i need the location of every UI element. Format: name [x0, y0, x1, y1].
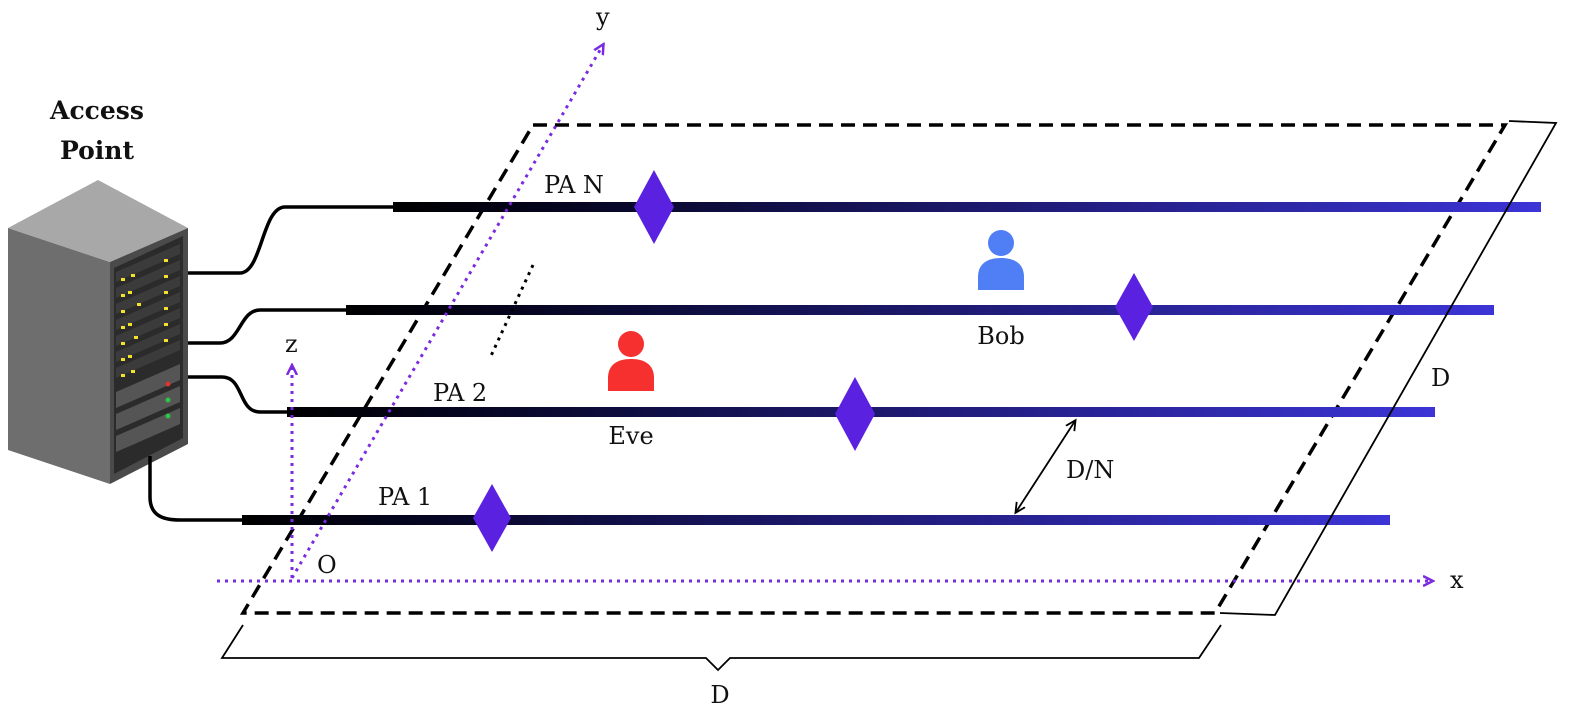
- spacing-label: D/N: [1066, 456, 1114, 484]
- feed-cables: [148, 205, 396, 522]
- pinching-antennas: [473, 170, 1153, 552]
- spacing-arrow: [1016, 421, 1075, 512]
- bob-label: Bob: [977, 322, 1024, 350]
- x-axis-label: x: [1450, 566, 1464, 594]
- z-axis-label: z: [285, 330, 298, 358]
- waveguide-3: [346, 305, 1494, 315]
- width-brace: [220, 624, 1222, 672]
- access-point-title-line1: Access: [49, 96, 144, 125]
- antenna-3: [1115, 273, 1153, 341]
- server-rack-icon: [8, 180, 188, 484]
- bob-user-icon: [978, 230, 1024, 290]
- access-point-title-line2: Point: [60, 136, 134, 165]
- y-axis-label: y: [595, 3, 610, 31]
- coordinate-axes: [217, 45, 1432, 581]
- antenna-n: [634, 170, 674, 244]
- waveguide-label-2: PA 2: [433, 379, 487, 407]
- eve-label: Eve: [608, 422, 653, 450]
- origin-label: O: [317, 551, 337, 579]
- waveguide-label-1: PA 1: [378, 483, 432, 511]
- y-axis: [290, 45, 603, 579]
- waveguide-n: [393, 202, 1541, 212]
- server-status-lights: [121, 259, 171, 419]
- eve-user-icon: [608, 331, 654, 391]
- waveguide-label-n: PA N: [544, 171, 604, 199]
- service-region-boundary: [239, 123, 1509, 615]
- server-drive-bays: [116, 244, 180, 452]
- waveguide-1: [242, 515, 1390, 525]
- depth-brace: [1219, 120, 1558, 616]
- depth-label: D: [1431, 364, 1450, 392]
- antenna-2: [835, 377, 875, 451]
- width-label: D: [710, 681, 729, 709]
- waveguides: [242, 202, 1541, 525]
- waveguide-ellipsis: [488, 264, 535, 359]
- antenna-1: [473, 484, 511, 552]
